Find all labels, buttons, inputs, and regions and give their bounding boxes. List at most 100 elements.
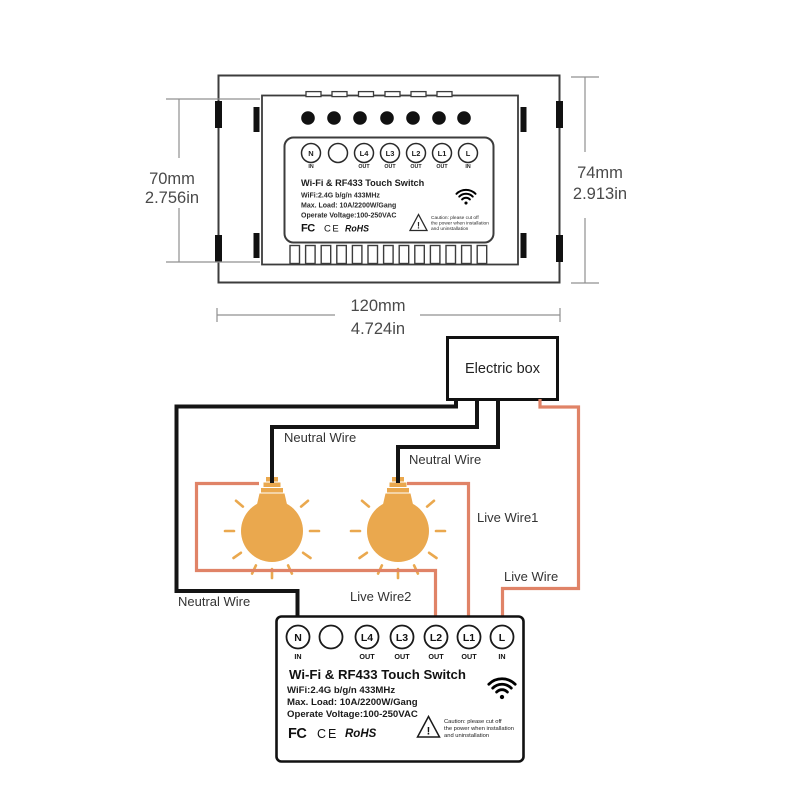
panel-spec-voltage: Operate Voltage:100-250VAC	[301, 213, 396, 220]
neutral-wires	[174, 399, 500, 627]
live-wire-2	[194, 481, 438, 626]
label-neutral-wire-1: Neutral Wire	[284, 430, 356, 445]
ce-logo: CE	[324, 224, 340, 235]
panel-spec-voltage: Operate Voltage:100-250VAC	[287, 709, 418, 720]
terminal-blank	[327, 142, 349, 164]
terminal-label: L2	[430, 632, 442, 644]
live-wire-main	[500, 399, 581, 626]
dim-height-in: 2.756in	[145, 189, 199, 207]
terminal-label: L4	[360, 149, 370, 158]
terminal-sub: OUT	[461, 652, 477, 661]
terminal-label: L	[499, 632, 506, 644]
dim-outer-height-in: 2.913in	[573, 185, 627, 203]
dim-outer-height-mm: 74mm	[577, 164, 623, 182]
terminal-label: L4	[361, 632, 373, 644]
mounting-tabs-outer	[215, 101, 563, 262]
panel-spec-load: Max. Load: 10A/2200W/Gang	[287, 697, 418, 708]
warning-triangle-icon	[416, 714, 441, 738]
terminal-label: L3	[386, 149, 395, 158]
terminal-label: N	[294, 632, 302, 644]
terminal-label: L	[466, 149, 471, 158]
terminal-sub: OUT	[384, 164, 396, 170]
ce-logo: CE	[317, 727, 338, 741]
live-wires	[194, 399, 581, 626]
terminal-sub: OUT	[394, 652, 410, 661]
terminal-sub: IN	[498, 652, 505, 661]
rohs-logo: RoHS	[345, 224, 369, 234]
terminal-l: L IN	[457, 142, 479, 170]
terminal-screw-dots	[301, 111, 471, 125]
terminal-sub: OUT	[436, 164, 448, 170]
terminal-sub: IN	[465, 164, 470, 170]
terminal-label: L1	[463, 632, 475, 644]
panel-spec-wifi: WiFi:2.4G b/g/n 433MHz	[287, 685, 395, 696]
top-notches	[305, 90, 453, 98]
electric-box	[446, 336, 559, 401]
dim-width-in: 4.724in	[351, 320, 405, 338]
label-live-wire-2: Live Wire2	[350, 589, 411, 604]
neutral-wire-to-bulb1	[270, 399, 479, 483]
terminal-sub: IN	[308, 164, 313, 170]
terminal-n: N IN	[300, 142, 322, 170]
caution-text-line3: and uninstallation	[431, 226, 469, 232]
caution-text-line1: Caution: please cut off	[431, 215, 479, 221]
terminal-sub: IN	[294, 652, 301, 661]
neutral-wire-to-switch	[174, 399, 458, 627]
caution-text-line1: Caution: please cut off	[444, 719, 502, 725]
terminal-sub: OUT	[410, 164, 422, 170]
warning-exclamation: !	[417, 221, 420, 231]
terminal-n: N IN	[285, 624, 311, 661]
rohs-logo: RoHS	[345, 728, 377, 740]
terminal-label: L2	[412, 149, 421, 158]
caution-text-line3: and uninstallation	[444, 733, 489, 739]
terminal-sub: OUT	[428, 652, 444, 661]
dim-width-mm: 120mm	[350, 297, 405, 315]
switch-front-panel	[283, 136, 495, 244]
terminal-blank	[318, 624, 344, 650]
panel-title: Wi-Fi & RF433 Touch Switch	[301, 178, 425, 188]
mounting-tabs-inner	[253, 107, 527, 258]
terminal-sub: OUT	[359, 652, 375, 661]
terminal-label: L3	[396, 632, 408, 644]
neutral-wire-to-bulb2	[396, 399, 500, 483]
live-wire-1	[407, 481, 471, 626]
terminal-label: L1	[438, 149, 447, 158]
panel-spec-load: Max. Load: 10A/2200W/Gang	[301, 203, 396, 210]
caution-note: ! Caution: please cut off the power when…	[408, 213, 489, 232]
fcc-logo: FC	[288, 726, 307, 742]
dimension-lines	[166, 76, 599, 322]
label-neutral-wire-2: Neutral Wire	[409, 452, 481, 467]
heat-sink-teeth	[289, 244, 488, 265]
caution-text-line2: the power when installation	[431, 221, 489, 227]
warning-triangle-icon	[408, 213, 429, 232]
light-bulb-icon-1	[223, 475, 321, 580]
label-live-wire-main: Live Wire	[504, 569, 558, 584]
wiring-diagram: Electric box Neutral Wire Neutral Wire L…	[174, 336, 581, 763]
panel-spec-wifi: WiFi:2.4G b/g/n 433MHz	[301, 193, 380, 200]
panel-title: Wi-Fi & RF433 Touch Switch	[289, 667, 466, 682]
fcc-logo: FC	[301, 223, 315, 235]
terminal-label: N	[308, 149, 313, 158]
switch-panel-border	[275, 615, 525, 763]
caution-note: ! Caution: please cut off the power when…	[416, 714, 514, 739]
light-bulb-icon-2	[349, 475, 447, 580]
electric-box-label: Electric box	[465, 361, 541, 377]
warning-exclamation: !	[427, 726, 431, 738]
terminal-sub: OUT	[358, 164, 370, 170]
label-neutral-wire-3: Neutral Wire	[178, 594, 250, 609]
terminal-l: L IN	[489, 624, 515, 661]
label-live-wire-1: Live Wire1	[477, 510, 538, 525]
